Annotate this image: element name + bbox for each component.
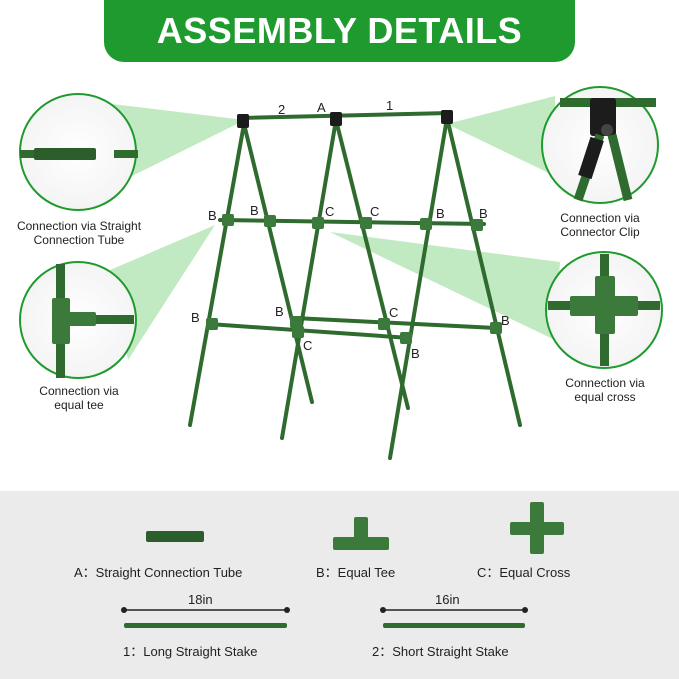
label-a: A [317, 100, 326, 115]
label-c: C [389, 305, 398, 320]
short-length-label: 16in [435, 592, 460, 607]
label-b: B [208, 208, 217, 223]
equal-cross-part [510, 502, 564, 554]
label-1: 1 [386, 98, 393, 113]
parts-illustrations [121, 502, 564, 628]
label-b: B [250, 203, 259, 218]
label-c: C [325, 204, 334, 219]
apex-clips [237, 110, 453, 128]
long-stake-label: 1：Long Straight Stake [123, 644, 258, 659]
page-title: ASSEMBLY DETAILS [156, 10, 523, 51]
caption-equal-tee: Connection via equal tee [39, 384, 119, 412]
callout-beam-mid-right [330, 232, 560, 340]
callout-beam-top-left [112, 104, 245, 186]
caption-connector-clip: Connection via Connector Clip [560, 211, 640, 239]
trellis-diagram: 2 A 1 B B C C B B B B C C B B [19, 86, 663, 460]
equal-tee-part [333, 517, 389, 550]
trellis-frame [188, 111, 522, 460]
label-b: B [411, 346, 420, 361]
part-b-label: B：Equal Tee [316, 565, 396, 580]
long-stake-part [124, 623, 287, 628]
label-b: B [501, 313, 510, 328]
label-b: B [436, 206, 445, 221]
label-2: 2 [278, 102, 285, 117]
short-stake-label: 2：Short Straight Stake [372, 644, 509, 659]
long-length-label: 18in [188, 592, 213, 607]
label-c: C [303, 338, 312, 353]
short-stake-part [383, 623, 525, 628]
frame-joints [206, 214, 502, 344]
caption-equal-cross: Connection via equal cross [565, 376, 645, 404]
caption-straight-tube: Connection via Straight Connection Tube [16, 219, 142, 247]
title-banner: ASSEMBLY DETAILS [104, 0, 575, 62]
label-b: B [275, 304, 284, 319]
label-b: B [191, 310, 200, 325]
straight-tube-detail [20, 148, 138, 160]
part-c-label: C：Equal Cross [477, 565, 571, 580]
connector-clip-detail [560, 98, 656, 202]
short-dimension-line [380, 607, 528, 613]
callout-beam-top-right [447, 96, 555, 176]
part-a-label: A：Straight Connection Tube [74, 565, 243, 580]
equal-cross-detail [548, 254, 660, 366]
straight-tube-part [146, 531, 204, 542]
label-c: C [370, 204, 379, 219]
long-dimension-line [121, 607, 290, 613]
label-b: B [479, 206, 488, 221]
equal-tee-detail [52, 264, 134, 378]
parts-panel: A：Straight Connection Tube B：Equal Tee C… [0, 491, 679, 679]
